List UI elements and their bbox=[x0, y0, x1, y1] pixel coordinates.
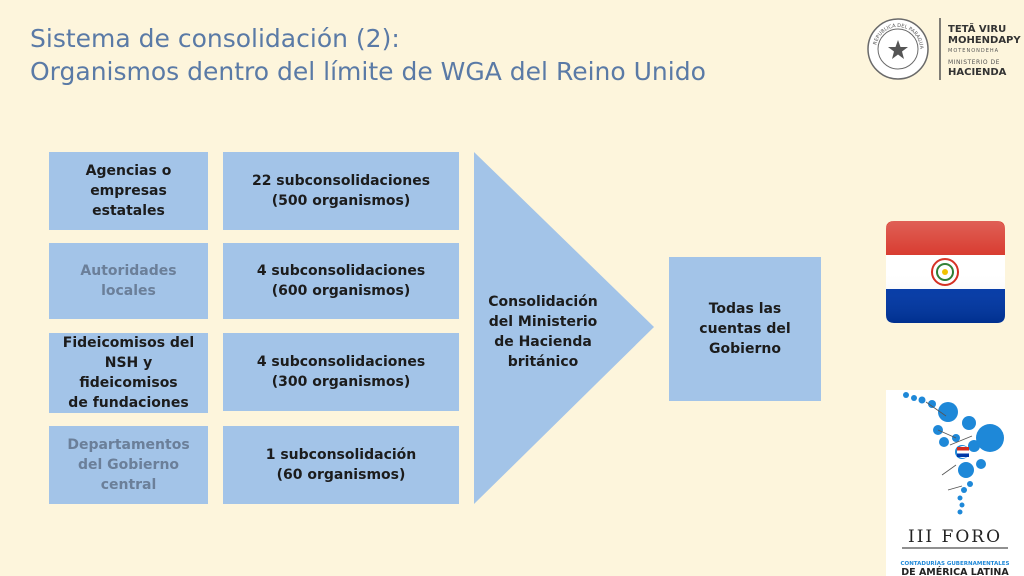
foro-title: III FORO bbox=[908, 527, 1002, 547]
foro-background bbox=[886, 390, 1024, 576]
box-result: Todas las cuentas del Gobierno bbox=[669, 257, 821, 401]
logo-line1: TETÃ VIRU bbox=[948, 22, 1006, 35]
box-autoridades-label: Autoridades locales bbox=[80, 263, 177, 299]
title-line-2: Organismos dentro del límite de WGA del … bbox=[30, 57, 706, 86]
box-departamentos-label: Departamentos del Gobierno central bbox=[67, 437, 190, 493]
box-agencias-label: Agencias o empresas estatales bbox=[85, 163, 172, 219]
paraguay-flag bbox=[886, 221, 1005, 323]
logo-line4: MINISTERIO DE bbox=[948, 59, 1000, 66]
foro-sub2: DE AMÉRICA LATINA bbox=[901, 566, 1009, 576]
box-sub-22: 22 subconsolidaciones (500 organismos) bbox=[223, 152, 459, 230]
logo-line3: MOTENONDEHA bbox=[948, 48, 999, 54]
box-sub-4b: 4 subconsolidaciones (300 organismos) bbox=[223, 333, 459, 411]
box-sub-4a-label: 4 subconsolidaciones (600 organismos) bbox=[256, 263, 426, 299]
arrow-shape bbox=[474, 152, 654, 504]
consolidation-arrow bbox=[474, 152, 654, 504]
box-fideicomisos-label: Fideicomisos del NSH y fideicomisos de f… bbox=[62, 335, 195, 411]
box-sub-1-label: 1 subconsolidación (60 organismos) bbox=[265, 447, 417, 483]
foro-lines bbox=[925, 401, 973, 491]
box-sub-22-label: 22 subconsolidaciones (500 organismos) bbox=[251, 173, 431, 209]
box-sub-4b-label: 4 subconsolidaciones (300 organismos) bbox=[256, 354, 426, 390]
box-result-label: Todas las cuentas del Gobierno bbox=[699, 301, 791, 357]
box-sub-1: 1 subconsolidación (60 organismos) bbox=[223, 426, 459, 504]
box-agencias: Agencias o empresas estatales bbox=[49, 152, 208, 230]
arrow-label: Consolidación del Ministerio de Hacienda… bbox=[488, 294, 598, 370]
star-icon bbox=[888, 40, 908, 59]
seal-inner bbox=[877, 28, 919, 70]
foro-flag-icon bbox=[957, 446, 969, 458]
foro-logo: III FORO CONTADURÍAS GUBERNAMENTALES DE … bbox=[886, 390, 1024, 576]
box-autoridades: Autoridades locales bbox=[49, 243, 208, 319]
logo-line5: HACIENDA bbox=[948, 67, 1007, 78]
slide-title: Sistema de consolidación (2): Organismos… bbox=[30, 22, 830, 88]
ministry-logo: REPUBLICA DEL PARAGUAY TETÃ VIRU MOHENDA… bbox=[866, 14, 1021, 80]
box-departamentos: Departamentos del Gobierno central bbox=[49, 426, 208, 504]
title-line-1: Sistema de consolidación (2): bbox=[30, 24, 400, 53]
box-sub-4a: 4 subconsolidaciones (600 organismos) bbox=[223, 243, 459, 319]
logo-line2: MOHENDAPY bbox=[948, 35, 1021, 46]
box-fideicomisos: Fideicomisos del NSH y fideicomisos de f… bbox=[49, 333, 208, 413]
foro-sub1: CONTADURÍAS GUBERNAMENTALES bbox=[900, 559, 1009, 567]
flag-shine bbox=[886, 221, 1005, 323]
